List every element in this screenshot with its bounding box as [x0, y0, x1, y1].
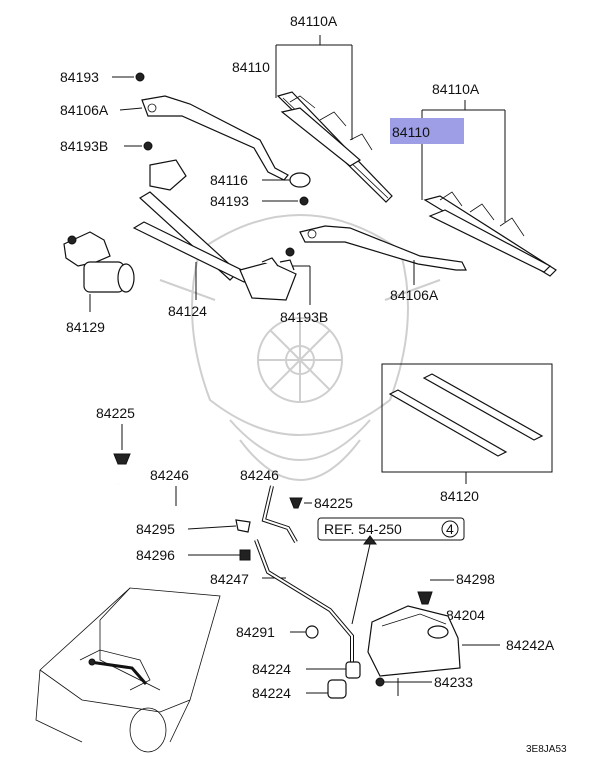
grommet-84291: 84291: [236, 624, 319, 640]
watermark-emblem: [159, 214, 441, 481]
clip-84296: 84296: [136, 547, 251, 563]
label-84233: 84233: [434, 674, 473, 690]
nut-84193-a: 84193: [60, 69, 145, 85]
cap-84116: 84116: [210, 172, 311, 188]
clip-84225-b: 84225: [289, 495, 353, 511]
label-84204: 84204: [446, 607, 485, 623]
label-ref: REF. 54-250: [324, 521, 402, 537]
blade-refill-84120: 84120: [381, 363, 553, 504]
callout-84110A-right: 84110A 84110: [390, 81, 506, 222]
joint-84295: 84295: [136, 519, 251, 537]
hose-84247: 84247: [210, 539, 354, 668]
bolt-84298: 84298: [417, 571, 495, 605]
reference-box: REF. 54-250 4: [317, 517, 465, 625]
label-84129: 84129: [66, 319, 105, 335]
hose-84246-a: 84246: [117, 467, 237, 529]
wiper-blade-left: [276, 91, 393, 203]
label-84246-b: 84246: [240, 467, 279, 483]
label-84291: 84291: [236, 624, 275, 640]
label-84225-a: 84225: [96, 405, 135, 421]
label-84106A-b: 84106A: [390, 287, 439, 303]
label-84110-right[interactable]: 84110: [392, 124, 430, 140]
wiper-arm-84106A-a: 84106A: [60, 95, 289, 181]
wiper-linkage-84124: 84124: [132, 159, 297, 319]
label-84242A: 84242A: [506, 637, 555, 653]
wiper-blade-right: [423, 191, 557, 277]
nut-84193-b: 84193: [210, 193, 309, 209]
label-84124: 84124: [168, 303, 207, 319]
label-84225-b: 84225: [314, 495, 353, 511]
seal-84233: 84233: [375, 674, 473, 696]
hose-84246-b: 84246: [240, 467, 298, 543]
label-84110-top: 84110: [232, 59, 270, 75]
clip-84225-a: 84225: [96, 405, 135, 465]
label-84193-a: 84193: [60, 69, 99, 85]
label-84193-b: 84193: [210, 193, 249, 209]
label-84193B-b: 84193B: [280, 309, 328, 325]
label-84224-a: 84224: [252, 661, 291, 677]
label-84246-a: 84246: [150, 467, 189, 483]
label-84106A-a: 84106A: [60, 102, 109, 118]
label-84296: 84296: [136, 547, 175, 563]
wiper-motor-84129: 84129: [63, 231, 135, 335]
washer-tank-84242A: 84242A: [367, 605, 555, 677]
nut-84193B-b: 84193B: [280, 265, 328, 325]
label-84116: 84116: [210, 172, 248, 188]
drawing-code: 3E8JA53: [526, 744, 567, 755]
car-outline-illustration: [35, 587, 221, 753]
callout-84110A-top: 84110A 84110: [232, 13, 353, 140]
wiper-arm-84106A-b: 84106A: [285, 225, 467, 303]
label-84295: 84295: [136, 521, 175, 537]
label-84193B-a: 84193B: [60, 138, 108, 154]
nut-84193B-a: 84193B: [60, 138, 153, 154]
label-84110A-right: 84110A: [432, 81, 480, 97]
label-84110A-top: 84110A: [290, 13, 338, 29]
label-84298: 84298: [456, 571, 495, 587]
pump-84224-a: 84224: [252, 661, 361, 679]
label-84224-b: 84224: [252, 685, 291, 701]
label-ref-number: 4: [446, 521, 454, 537]
label-84120: 84120: [440, 488, 479, 504]
label-84247: 84247: [210, 571, 249, 587]
pump-84224-b: 84224: [252, 679, 347, 701]
highlight-84110: [390, 118, 464, 144]
